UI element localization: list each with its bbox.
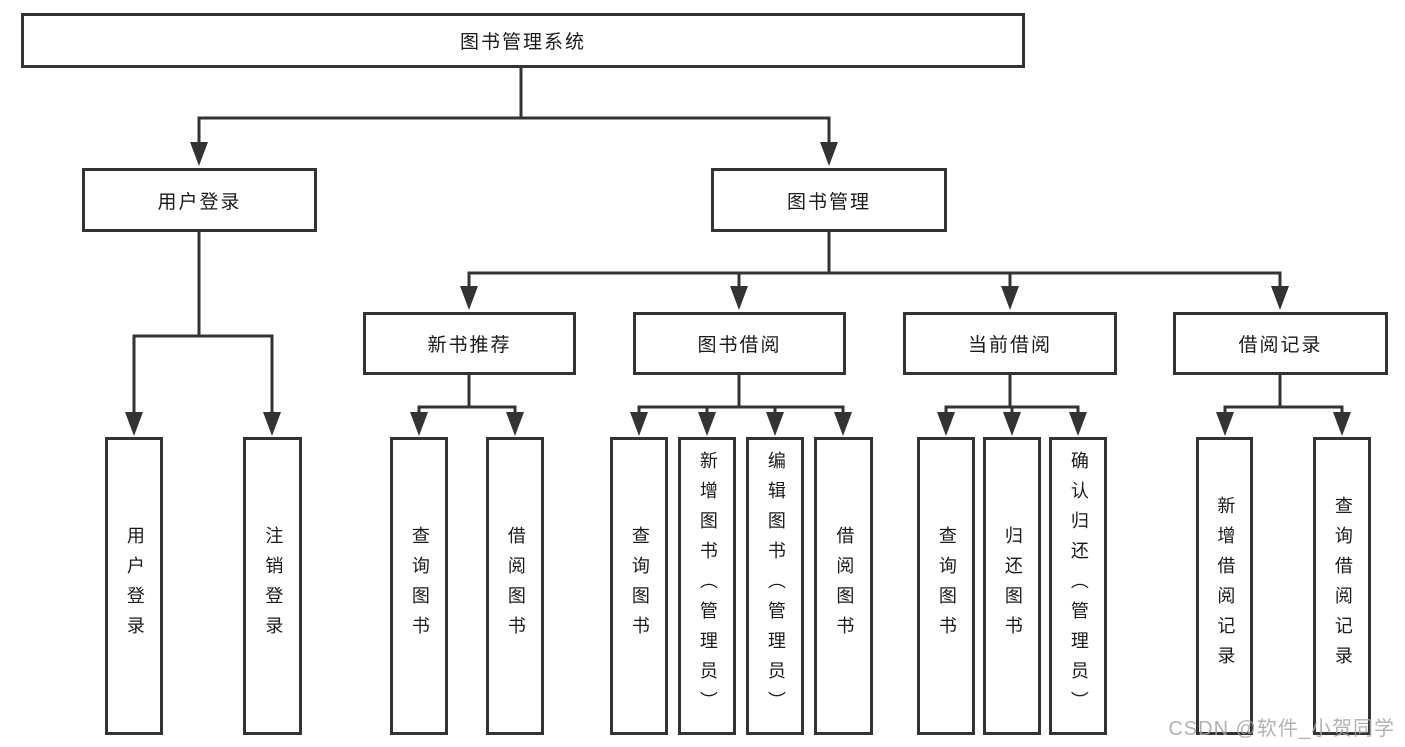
leaf-logout: 注销登录	[243, 437, 302, 735]
node-user-login: 用户登录	[82, 168, 317, 232]
leaf-confirm-return-admin-label: 确认归还（管理员）	[1068, 451, 1089, 721]
node-new-book-recommend: 新书推荐	[363, 312, 576, 375]
leaf-query-borrow-record: 查询借阅记录	[1313, 437, 1371, 735]
node-book-borrow-label: 图书借阅	[697, 335, 782, 356]
leaf-confirm-return-admin: 确认归还（管理员）	[1049, 437, 1107, 735]
leaf-edit-book-admin: 编辑图书（管理员）	[746, 437, 804, 735]
leaf-logout-label: 注销登录	[263, 526, 284, 646]
leaf-borrow-book-recommend-label: 借阅图书	[505, 526, 526, 646]
node-borrow-records: 借阅记录	[1173, 312, 1388, 375]
node-current-borrow-label: 当前借阅	[967, 335, 1052, 356]
leaf-add-borrow-record: 新增借阅记录	[1196, 437, 1253, 735]
leaf-query-book-borrow-label: 查询图书	[629, 526, 650, 646]
arrowhead-icons	[125, 142, 1351, 436]
node-book-borrow: 图书借阅	[633, 312, 846, 375]
leaf-query-book-recommend: 查询图书	[390, 437, 448, 735]
leaf-add-book-admin: 新增图书（管理员）	[678, 437, 736, 735]
leaf-return-book: 归还图书	[983, 437, 1041, 735]
node-root-label: 图书管理系统	[459, 32, 586, 53]
node-user-login-label: 用户登录	[157, 191, 242, 213]
node-root: 图书管理系统	[21, 13, 1025, 68]
node-book-management-label: 图书管理	[786, 191, 871, 213]
leaf-query-borrow-record-label: 查询借阅记录	[1332, 496, 1353, 676]
leaf-edit-book-admin-label: 编辑图书（管理员）	[765, 451, 786, 721]
leaf-borrow-book: 借阅图书	[814, 437, 873, 735]
node-current-borrow: 当前借阅	[903, 312, 1117, 375]
leaf-borrow-book-recommend: 借阅图书	[486, 437, 544, 735]
leaf-query-book-borrow: 查询图书	[610, 437, 668, 735]
leaf-add-borrow-record-label: 新增借阅记录	[1215, 496, 1236, 676]
leaf-return-book-label: 归还图书	[1002, 526, 1023, 646]
leaf-user-login-label: 用户登录	[124, 526, 145, 646]
leaf-add-book-admin-label: 新增图书（管理员）	[697, 451, 718, 721]
node-borrow-records-label: 借阅记录	[1238, 335, 1323, 356]
watermark: CSDN @软件_小贺同学	[1168, 718, 1395, 740]
leaf-query-book-recommend-label: 查询图书	[409, 526, 430, 646]
node-new-book-recommend-label: 新书推荐	[427, 335, 512, 356]
leaf-query-book-current-label: 查询图书	[936, 526, 957, 646]
leaf-user-login: 用户登录	[105, 437, 163, 735]
leaf-query-book-current: 查询图书	[917, 437, 975, 735]
node-book-management: 图书管理	[711, 168, 947, 232]
leaf-borrow-book-label: 借阅图书	[834, 526, 855, 646]
